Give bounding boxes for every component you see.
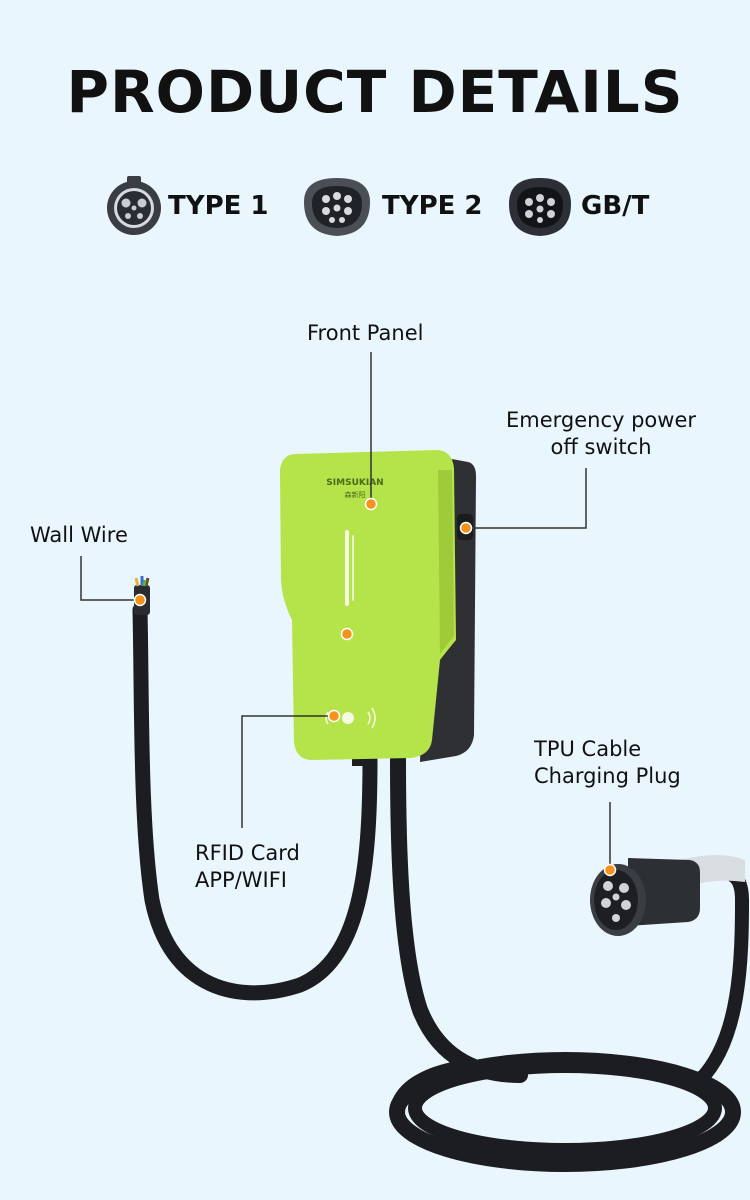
connector-type-2: TYPE 2 — [298, 170, 483, 242]
connector-types-row: TYPE 1 TYPE 2 GB/T — [0, 170, 750, 242]
callout-markers — [133, 497, 617, 877]
callout-lines — [80, 352, 611, 870]
type1-label: TYPE 1 — [168, 191, 269, 221]
gbt-label: GB/T — [581, 191, 650, 221]
callout-emergency-line2: off switch — [550, 435, 652, 459]
charger-brand-subtext: 森新阳 — [345, 490, 366, 499]
charging-cable — [390, 752, 528, 1083]
wall-wire-marker — [133, 593, 147, 607]
wall-wire-cable — [132, 602, 378, 1001]
charger-status-light-strip — [345, 530, 349, 606]
rfid-wave-right-icon — [367, 707, 376, 729]
plug-cable — [693, 865, 750, 1087]
cable-coil — [389, 1052, 741, 1172]
callout-emergency-line1: Emergency power — [505, 408, 697, 432]
type2-label: TYPE 2 — [382, 191, 483, 221]
charger-unit: SIMSUKIAN 森新阳 — [280, 450, 476, 766]
charger-brand-text: SIMSUKIAN — [326, 478, 383, 488]
callout-rfid: RFID Card APP/WIFI — [195, 840, 300, 894]
callout-charging-plug: TPU Cable Charging Plug — [534, 736, 681, 790]
rfid-marker — [327, 709, 341, 723]
callout-emergency-switch: Emergency power off switch — [496, 407, 706, 461]
rfid-card-icon — [342, 712, 354, 724]
callout-front-panel: Front Panel — [307, 321, 424, 345]
callout-rfid-line1: RFID Card — [195, 841, 300, 865]
charging-plug-marker — [603, 863, 617, 877]
callout-tpu-line2: Charging Plug — [534, 764, 681, 788]
callout-tpu-line1: TPU Cable — [534, 737, 642, 761]
callout-rfid-line2: APP/WIFI — [195, 868, 287, 892]
callout-wall-wire: Wall Wire — [30, 523, 128, 547]
type2-connector-icon — [304, 178, 370, 236]
gbt-connector-icon — [509, 178, 571, 236]
emergency-switch-marker — [459, 521, 473, 535]
front-panel-marker — [364, 497, 378, 511]
charging-plug — [590, 855, 745, 936]
page-title: PRODUCT DETAILS — [66, 58, 684, 126]
charger-front-panel — [280, 450, 456, 760]
type1-connector-icon — [107, 176, 161, 235]
status-light-marker — [340, 627, 354, 641]
rfid-wave-left-icon — [325, 711, 329, 725]
connector-type-1: TYPE 1 — [106, 170, 269, 242]
connector-type-gbt: GB/T — [505, 170, 649, 242]
